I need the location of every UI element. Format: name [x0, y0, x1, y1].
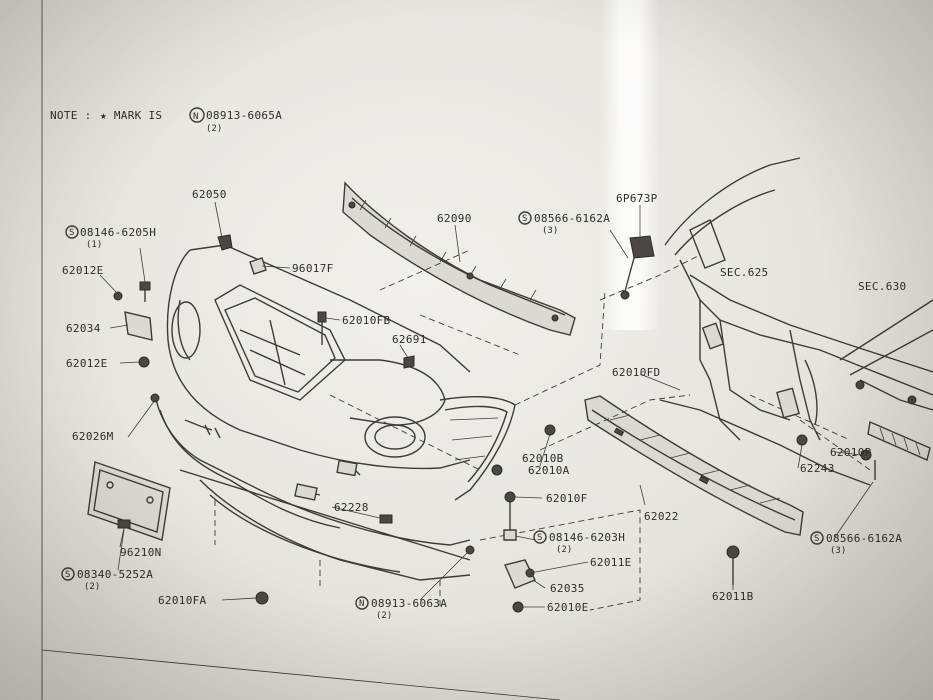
label-62011e: 62011E [590, 556, 632, 569]
label-08566-6162a-qty: (3) [542, 226, 558, 236]
label-62691: 62691 [392, 333, 427, 346]
note-circle [189, 107, 205, 123]
note-line: NOTE : ★ MARK IS N 08913-6065A (2) [50, 107, 282, 134]
label-08340-5252a-qty: (2) [84, 582, 100, 592]
label-08146-6205h-glyph: S [69, 228, 74, 238]
label-62010b: 62010B [522, 452, 564, 465]
license-plate-bracket [87, 461, 171, 541]
vehicle-front-structure [659, 157, 933, 486]
label-62022: 62022 [644, 510, 679, 523]
label-08566-6162a-b: 08566-6162A [826, 532, 902, 545]
label-08146-6203h-circle [533, 530, 547, 544]
label-08146-6203h-glyph: S [537, 533, 542, 543]
note-qty: (2) [206, 124, 222, 134]
label-08566-6162a: 08566-6162A [534, 212, 610, 225]
label-62090: 62090 [437, 212, 472, 225]
label-62012e-bottom: 62012E [66, 357, 108, 370]
bumper-fascia [154, 244, 471, 610]
label-08913-6063a-glyph: N [359, 599, 364, 609]
label-08146-6205h: 08146-6205H [80, 226, 156, 239]
label-08146-6203h: 08146-6203H [549, 531, 625, 544]
label-sec630: SEC.630 [858, 280, 906, 293]
fasteners [113, 234, 876, 613]
label-08146-6205h-qty: (1) [86, 240, 102, 250]
label-62011b: 62011B [712, 590, 754, 603]
label-62050: 62050 [192, 188, 227, 201]
label-62243: 62243 [800, 462, 835, 475]
lower-reinforcement-62022 [584, 395, 804, 536]
label-08566-6162a-b-glyph: S [814, 534, 819, 544]
note-part: 08913-6065A [206, 109, 282, 122]
label-62012e-top: 62012E [62, 264, 104, 277]
part-labels: 62050 S 08146-6205H (1) 62012E 62034 620… [61, 188, 906, 621]
label-08913-6063a: 08913-6063A [371, 597, 447, 610]
label-08566-6162a-b-qty: (3) [830, 546, 846, 556]
label-08340-5252a-glyph: S [65, 570, 70, 580]
label-62010fd: 62010FD [612, 366, 660, 379]
label-62228: 62228 [334, 501, 369, 514]
label-96017f: 96017F [292, 262, 334, 275]
lower-grille [439, 396, 516, 501]
label-62010f: 62010F [546, 492, 588, 505]
label-62010fb: 62010FB [342, 314, 391, 327]
label-6p673p: 6P673P [616, 192, 658, 205]
page-border-bottom [41, 649, 561, 700]
label-08340-5252a: 08340-5252A [77, 568, 153, 581]
label-08566-6162a-circle [518, 211, 532, 225]
label-08913-6063a-circle [355, 596, 369, 610]
label-62010e: 62010E [547, 601, 589, 614]
label-08566-6162a-b-circle [810, 531, 824, 545]
note-prefix: NOTE : [50, 109, 92, 122]
upper-reinforcement-62090 [342, 181, 576, 336]
label-96210n: 96210N [120, 546, 162, 559]
label-08146-6205h-circle [65, 225, 79, 239]
leader-lines [99, 201, 874, 608]
guide-lines [329, 249, 871, 611]
label-08340-5252a-circle [61, 567, 75, 581]
label-08566-6162a-glyph: S [522, 214, 527, 224]
label-08913-6063a-qty: (2) [376, 611, 392, 621]
note-circle-glyph: N [193, 112, 198, 122]
label-62010fa: 62010FA [158, 594, 207, 607]
label-62010p: 62010P [830, 446, 872, 459]
label-62026m: 62026M [72, 430, 114, 443]
label-62035: 62035 [550, 582, 585, 595]
label-sec625: SEC.625 [720, 266, 768, 279]
label-62010a: 62010A [528, 464, 570, 477]
note-star-text: ★ MARK IS [100, 109, 162, 122]
label-08146-6203h-qty: (2) [556, 545, 572, 555]
label-62034: 62034 [66, 322, 101, 335]
